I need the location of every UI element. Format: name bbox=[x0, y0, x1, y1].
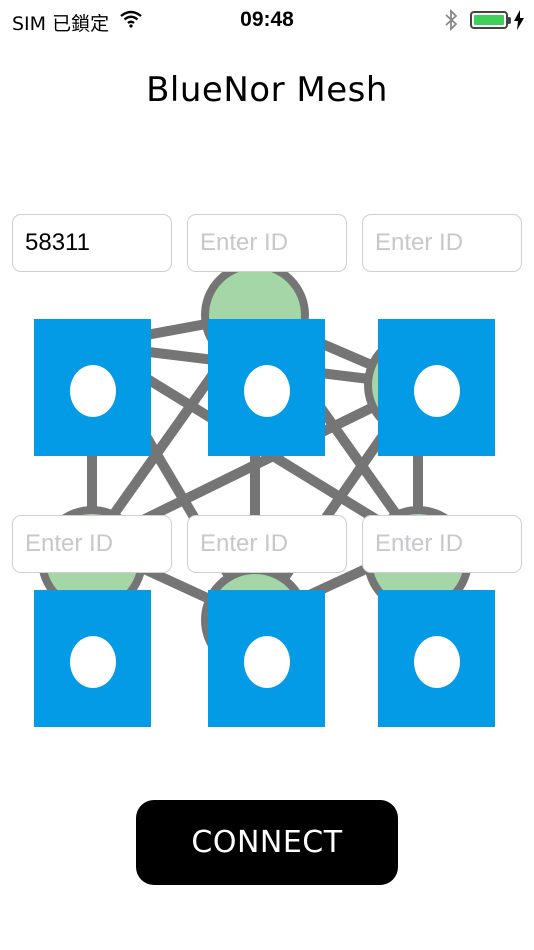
clock: 09:48 bbox=[240, 8, 294, 31]
node-dot bbox=[414, 636, 460, 688]
battery-icon bbox=[470, 11, 508, 29]
node-dot bbox=[70, 365, 116, 417]
mesh-node-5 bbox=[208, 590, 325, 727]
mesh-node-3 bbox=[378, 319, 495, 456]
mesh-node-1 bbox=[34, 319, 151, 456]
mesh-node-2 bbox=[208, 319, 325, 456]
node-dot bbox=[244, 365, 290, 417]
wifi-icon bbox=[120, 10, 142, 32]
app-title: BlueNor Mesh bbox=[146, 70, 388, 110]
mesh-node-4 bbox=[34, 590, 151, 727]
node-id-input-1[interactable] bbox=[12, 214, 172, 272]
node-id-input-3[interactable] bbox=[362, 214, 522, 272]
charging-bolt-icon bbox=[514, 10, 524, 34]
status-bar: SIM 已鎖定 09:48 bbox=[0, 0, 534, 42]
connect-button[interactable]: CONNECT bbox=[136, 800, 398, 885]
node-dot bbox=[70, 636, 116, 688]
battery-level bbox=[474, 15, 504, 25]
node-dot bbox=[244, 636, 290, 688]
node-dot bbox=[414, 365, 460, 417]
battery-tip bbox=[508, 17, 511, 24]
node-id-input-4[interactable] bbox=[12, 515, 172, 573]
carrier-label: SIM 已鎖定 bbox=[12, 13, 110, 35]
node-id-input-6[interactable] bbox=[362, 515, 522, 573]
bluetooth-icon bbox=[444, 8, 458, 36]
node-id-input-2[interactable] bbox=[187, 214, 347, 272]
mesh-node-6 bbox=[378, 590, 495, 727]
node-id-input-5[interactable] bbox=[187, 515, 347, 573]
